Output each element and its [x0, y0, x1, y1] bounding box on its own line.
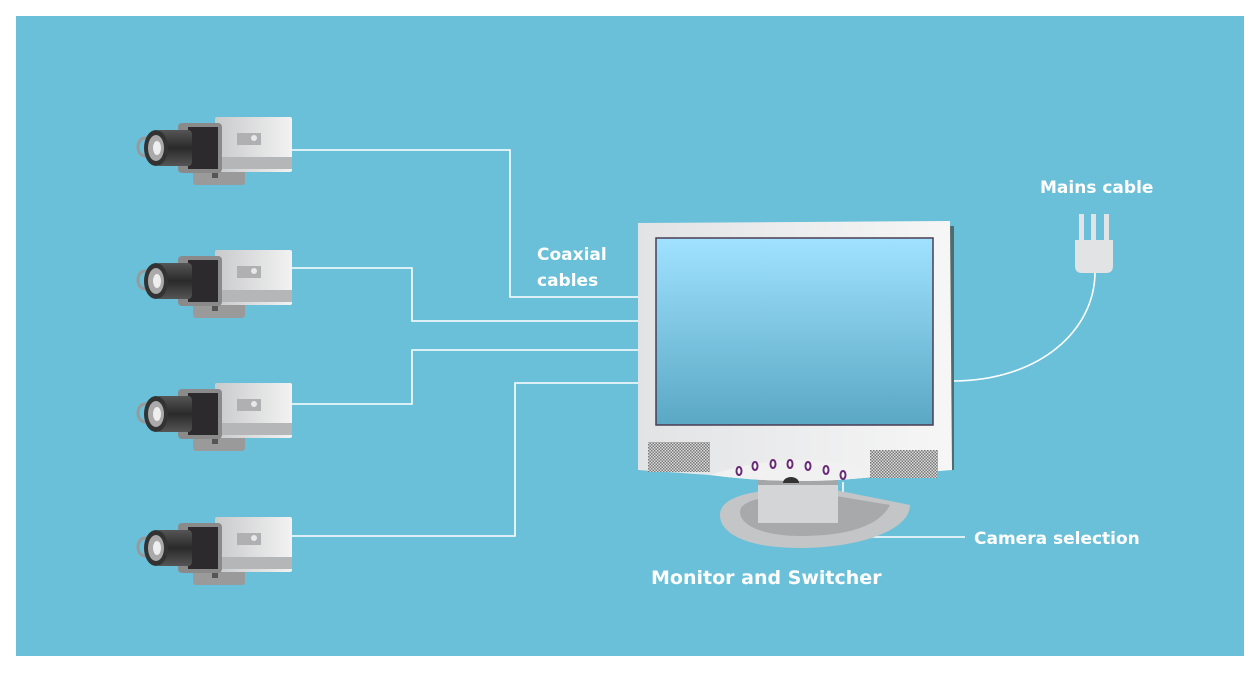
- select-button-3[interactable]: [769, 459, 777, 469]
- select-button-2[interactable]: [751, 461, 759, 471]
- monitor-screen: [655, 237, 934, 426]
- coaxial-cable-1: [292, 149, 640, 298]
- monitor-and-switcher: [638, 221, 954, 548]
- camera-selection-label: Camera selection: [974, 529, 1140, 549]
- mains-cable-label: Mains cable: [1040, 178, 1153, 198]
- camera-selection-buttons: [735, 459, 847, 480]
- coaxial-label-line1: Coaxial: [537, 245, 607, 265]
- power-indicator: [783, 477, 799, 483]
- select-button-7[interactable]: [839, 470, 847, 480]
- mains-plug-icon: [1075, 214, 1113, 273]
- monitor-label: Monitor and Switcher: [651, 567, 882, 589]
- select-button-6[interactable]: [822, 465, 830, 475]
- speaker-left: [648, 442, 710, 472]
- coaxial-cable-4: [292, 382, 640, 537]
- coaxial-cable-2: [292, 267, 640, 322]
- coaxial-label-line2: cables: [537, 271, 598, 291]
- speaker-right: [870, 450, 938, 478]
- select-button-1[interactable]: [735, 466, 743, 476]
- mains-cable-line: [951, 271, 1096, 382]
- select-button-5[interactable]: [804, 461, 812, 471]
- coaxial-cable-3: [292, 349, 640, 405]
- select-button-4[interactable]: [786, 459, 794, 469]
